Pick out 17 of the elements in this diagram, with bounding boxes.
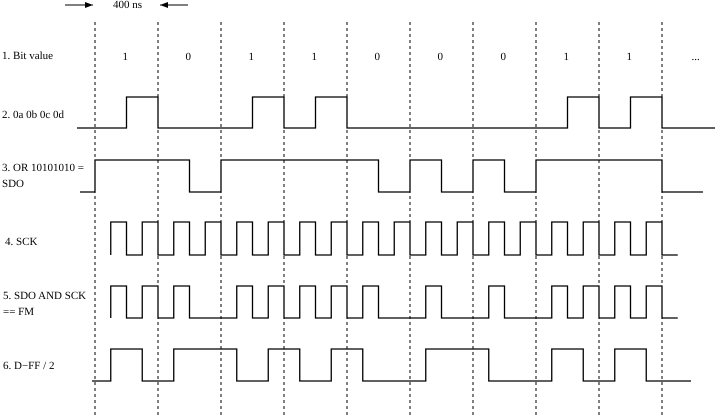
bit-value: 1 [122, 50, 128, 65]
bit-value: 1 [312, 50, 317, 65]
bit-value: ... [692, 50, 700, 65]
bit-value: 1 [564, 50, 569, 65]
bit-value: 1 [626, 50, 632, 65]
signal-name: 3. OR 10101010 = SDO [2, 161, 85, 192]
bit-value: 0 [374, 50, 380, 65]
signal-name: 1. Bit value [2, 49, 54, 64]
signal-name: 4. SCK [5, 235, 38, 250]
signal-name: 5. SDO AND SCK == FM [3, 289, 88, 320]
bit-value: 0 [500, 50, 506, 65]
bit-value: 1 [248, 50, 254, 65]
signal-name: 2. 0a 0b 0c 0d [2, 108, 64, 123]
dimension-label: 400 ns [113, 0, 142, 13]
bit-value: 0 [186, 50, 191, 65]
signal-name: 6. D−FF / 2 [3, 359, 54, 374]
bit-value: 0 [438, 50, 443, 65]
